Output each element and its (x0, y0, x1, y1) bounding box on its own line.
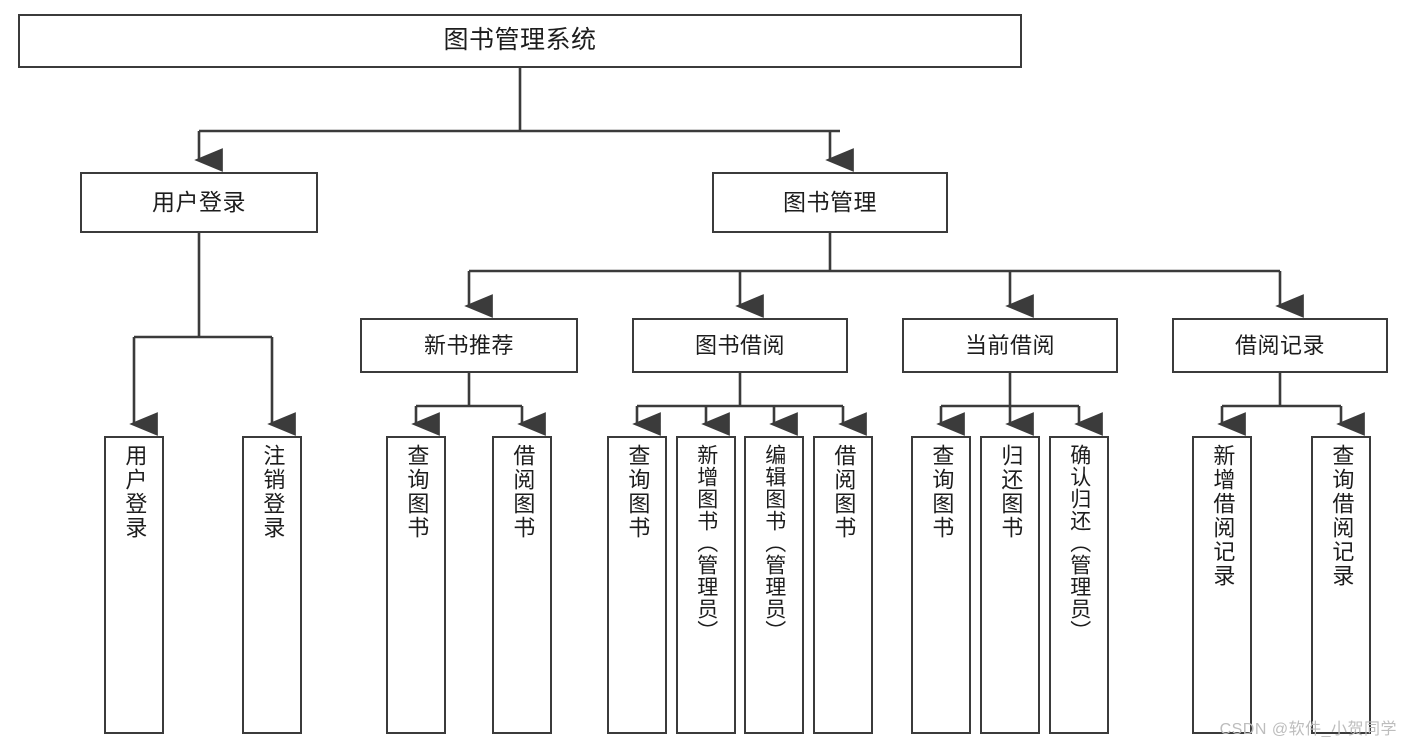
leaf-records-add-record[interactable]: 新增借阅记录 (1192, 436, 1252, 734)
watermark-text: CSDN @软件_小贺同学 (1219, 721, 1397, 738)
node-user-login[interactable]: 用户登录 (80, 172, 318, 233)
node-label: 查询图书 (929, 444, 955, 540)
leaf-borrow-add-book-admin[interactable]: 新增图书（管理员） (676, 436, 736, 734)
node-label: 确认归还（管理员） (1067, 444, 1091, 642)
leaf-borrow-edit-book-admin[interactable]: 编辑图书（管理员） (744, 436, 804, 734)
node-new-book-recommend[interactable]: 新书推荐 (360, 318, 578, 373)
node-label: 图书管理系统 (443, 26, 597, 55)
node-book-management[interactable]: 图书管理 (712, 172, 948, 233)
leaf-recommend-borrow-book[interactable]: 借阅图书 (492, 436, 552, 734)
leaf-user-login-login[interactable]: 用户登录 (104, 436, 164, 734)
node-label: 借阅图书 (510, 444, 536, 540)
node-label: 查询借阅记录 (1329, 444, 1355, 588)
leaf-current-return-book[interactable]: 归还图书 (980, 436, 1040, 734)
node-label: 图书管理 (783, 189, 877, 216)
node-label: 注销登录 (260, 444, 286, 540)
leaf-current-query-book[interactable]: 查询图书 (911, 436, 971, 734)
node-label: 借阅记录 (1234, 332, 1325, 358)
node-label: 新书推荐 (423, 332, 514, 358)
node-label: 查询图书 (625, 444, 651, 540)
leaf-records-query-record[interactable]: 查询借阅记录 (1311, 436, 1371, 734)
node-root-system[interactable]: 图书管理系统 (18, 14, 1022, 68)
node-borrow-records[interactable]: 借阅记录 (1172, 318, 1388, 373)
node-current-borrow[interactable]: 当前借阅 (902, 318, 1118, 373)
node-label: 用户登录 (122, 444, 148, 540)
node-label: 归还图书 (998, 444, 1024, 540)
node-label: 新增图书（管理员） (694, 444, 718, 642)
node-label: 用户登录 (152, 189, 246, 216)
node-label: 借阅图书 (831, 444, 857, 540)
leaf-recommend-query-book[interactable]: 查询图书 (386, 436, 446, 734)
node-book-borrow[interactable]: 图书借阅 (632, 318, 848, 373)
leaf-borrow-query-book[interactable]: 查询图书 (607, 436, 667, 734)
leaf-borrow-borrow-book[interactable]: 借阅图书 (813, 436, 873, 734)
node-label: 查询图书 (404, 444, 430, 540)
node-label: 当前借阅 (964, 332, 1055, 358)
node-label: 图书借阅 (694, 332, 785, 358)
leaf-current-confirm-return-admin[interactable]: 确认归还（管理员） (1049, 436, 1109, 734)
node-label: 新增借阅记录 (1210, 444, 1236, 588)
leaf-user-login-logout[interactable]: 注销登录 (242, 436, 302, 734)
node-label: 编辑图书（管理员） (762, 444, 786, 642)
